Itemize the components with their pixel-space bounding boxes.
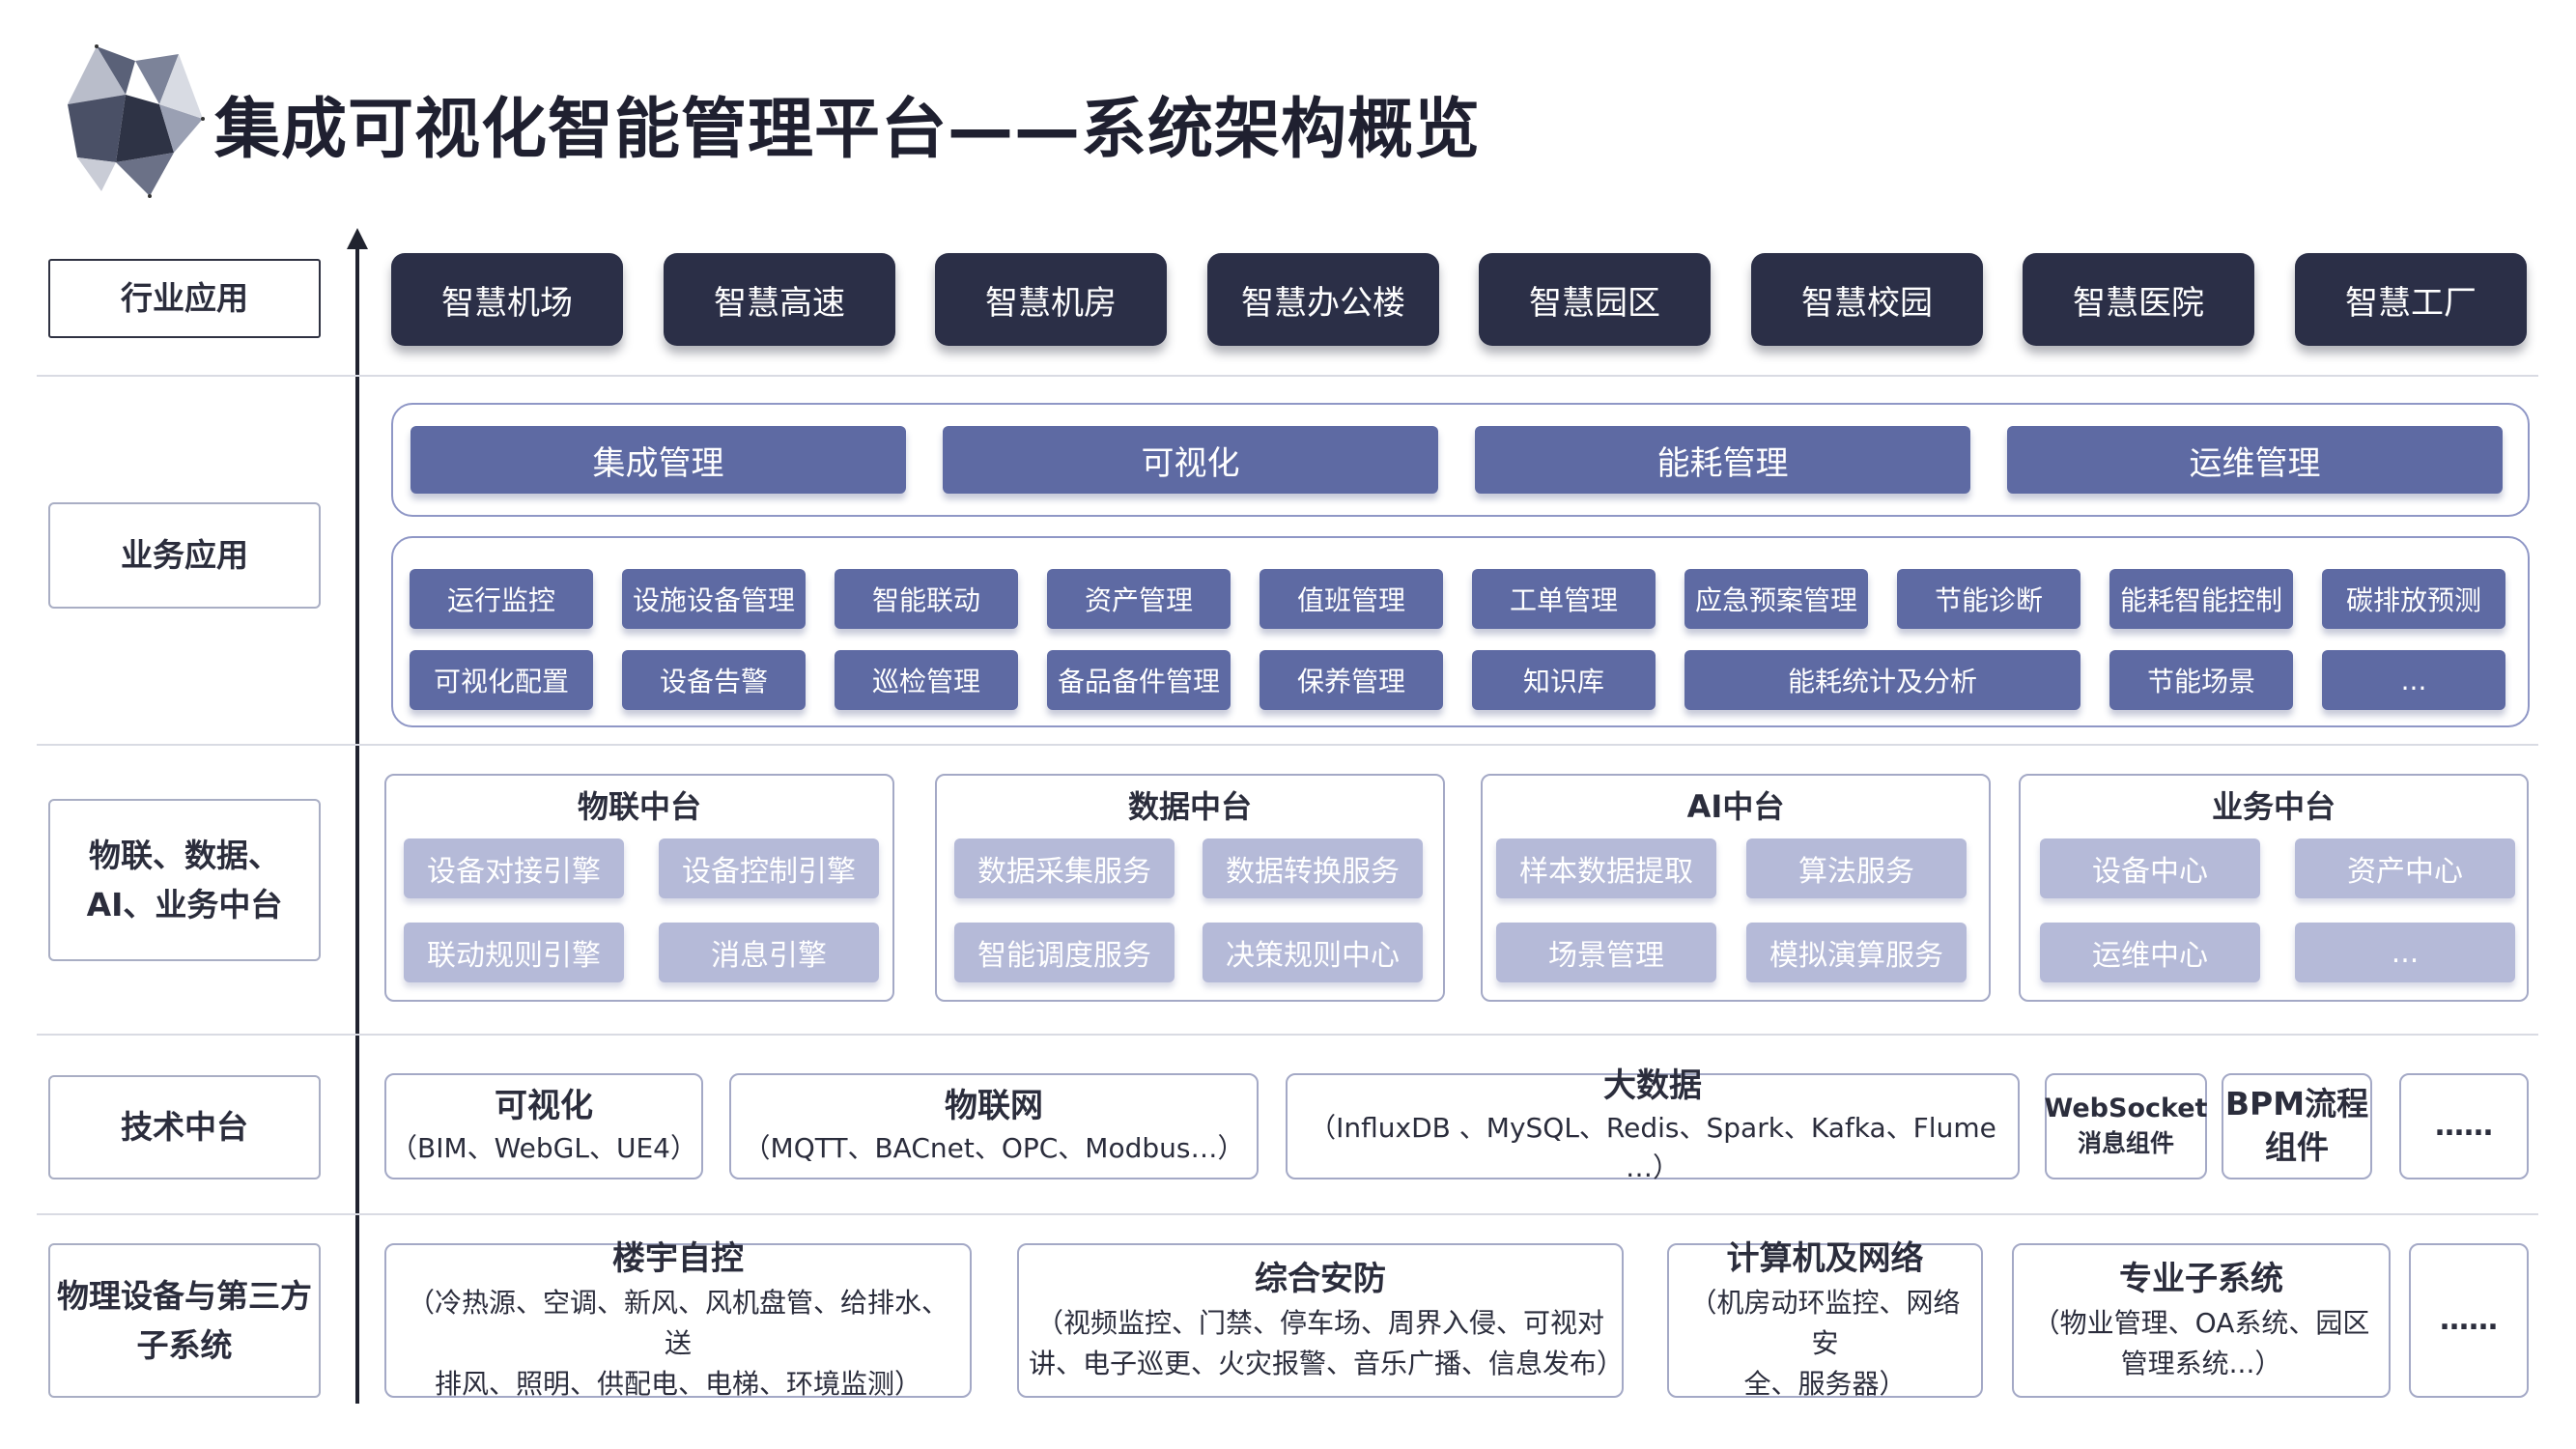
platform-title: 数据中台 xyxy=(1127,788,1252,825)
business-module[interactable]: 资产管理 xyxy=(1047,569,1231,629)
platform-service[interactable]: 算法服务 xyxy=(1746,838,1967,898)
business-main-item[interactable]: 集成管理 xyxy=(410,426,906,494)
physical-computer-network[interactable]: 计算机及网络 （机房动环监控、网络安 全、服务器） xyxy=(1667,1239,1983,1400)
business-module[interactable]: 应急预案管理 xyxy=(1684,569,1868,629)
physical-detail: 全、服务器） xyxy=(1743,1367,1907,1400)
tech-title: 大数据 xyxy=(1603,1066,1702,1106)
vertical-axis xyxy=(355,240,359,1404)
row-label-middle: 物联、数据、AI、业务中台 xyxy=(48,799,321,961)
row-label-physical: 物理设备与第三方子系统 xyxy=(48,1243,321,1398)
platform-title: 业务中台 xyxy=(2211,788,2335,825)
platform-service[interactable]: 样本数据提取 xyxy=(1496,838,1716,898)
axis-arrow-icon xyxy=(347,228,368,249)
physical-security[interactable]: 综合安防 （视频监控、门禁、停车场、周界入侵、可视对 讲、电子巡更、火灾报警、音… xyxy=(1017,1243,1624,1398)
physical-more[interactable]: …… xyxy=(2409,1243,2529,1398)
row-label-business: 业务应用 xyxy=(48,502,321,609)
business-module[interactable]: 备品备件管理 xyxy=(1047,650,1231,710)
business-module[interactable]: 能耗智能控制 xyxy=(2109,569,2293,629)
platform-service[interactable]: 资产中心 xyxy=(2295,838,2515,898)
business-main-item[interactable]: 运维管理 xyxy=(2007,426,2503,494)
platform-service[interactable]: 数据采集服务 xyxy=(954,838,1175,898)
tech-title: 可视化 xyxy=(495,1086,593,1125)
business-module[interactable]: 值班管理 xyxy=(1260,569,1443,629)
business-module[interactable]: 巡检管理 xyxy=(835,650,1018,710)
platform-title: 物联中台 xyxy=(577,788,701,825)
platform-service[interactable]: 设备对接引擎 xyxy=(404,838,624,898)
platform-service[interactable]: 运维中心 xyxy=(2040,923,2260,982)
tech-bpm[interactable]: BPM流程 组件 xyxy=(2222,1073,2372,1179)
tech-title: BPM流程 xyxy=(2224,1085,2369,1123)
tech-more[interactable]: …… xyxy=(2399,1073,2529,1179)
industry-app[interactable]: 智慧医院 xyxy=(2023,253,2254,346)
industry-app[interactable]: 智慧高速 xyxy=(664,253,895,346)
platform-title: AI中台 xyxy=(1686,788,1785,825)
crystal-logo-icon xyxy=(68,44,205,198)
business-module[interactable]: 可视化配置 xyxy=(410,650,593,710)
business-main-item[interactable]: 能耗管理 xyxy=(1475,426,1970,494)
tech-visualization[interactable]: 可视化 （BIM、WebGL、UE4） xyxy=(384,1073,703,1179)
industry-app[interactable]: 智慧机场 xyxy=(391,253,623,346)
industry-app[interactable]: 智慧机房 xyxy=(935,253,1167,346)
business-module[interactable]: 节能场景 xyxy=(2109,650,2293,710)
row-label-tech: 技术中台 xyxy=(48,1075,321,1179)
physical-detail: （冷热源、空调、新风、风机盘管、给排水、送 xyxy=(407,1286,948,1359)
physical-title: 综合安防 xyxy=(1255,1260,1386,1299)
platform-service[interactable]: 决策规则中心 xyxy=(1203,923,1423,982)
physical-special-subsystem[interactable]: 专业子系统 （物业管理、OA系统、园区 管理系统...） xyxy=(2012,1243,2391,1398)
platform-service[interactable]: 消息引擎 xyxy=(659,923,879,982)
tech-big-data[interactable]: 大数据 （InfluxDB 、MySQL、Redis、Spark、Kafka、F… xyxy=(1286,1066,2020,1183)
physical-detail: 管理系统...） xyxy=(2120,1347,2282,1379)
row-label-industry: 行业应用 xyxy=(48,259,321,338)
physical-detail: 排风、照明、供配电、电梯、环境监测） xyxy=(434,1367,921,1400)
business-module[interactable]: 能耗统计及分析 xyxy=(1684,650,2081,710)
physical-title: …… xyxy=(2440,1303,2498,1337)
platform-service[interactable]: 设备控制引擎 xyxy=(659,838,879,898)
business-module[interactable]: 智能联动 xyxy=(835,569,1018,629)
business-module[interactable]: 运行监控 xyxy=(410,569,593,629)
row-divider xyxy=(37,375,2538,377)
business-module[interactable]: ... xyxy=(2322,650,2505,710)
physical-detail: 讲、电子巡更、火灾报警、音乐广播、信息发布） xyxy=(1029,1347,1625,1379)
industry-app[interactable]: 智慧工厂 xyxy=(2295,253,2527,346)
industry-app[interactable]: 智慧校园 xyxy=(1751,253,1983,346)
tech-detail: 组件 xyxy=(2265,1128,2329,1166)
physical-title: 专业子系统 xyxy=(2119,1260,2283,1299)
page-title: 集成可视化智能管理平台——系统架构概览 xyxy=(214,92,1482,168)
platform-service[interactable]: 模拟演算服务 xyxy=(1746,923,1967,982)
industry-app[interactable]: 智慧办公楼 xyxy=(1207,253,1439,346)
business-module[interactable]: 碳排放预测 xyxy=(2322,569,2505,629)
tech-detail: （BIM、WebGL、UE4） xyxy=(390,1131,697,1164)
platform-service[interactable]: 数据转换服务 xyxy=(1203,838,1423,898)
business-module[interactable]: 保养管理 xyxy=(1260,650,1443,710)
physical-building-automation[interactable]: 楼宇自控 （冷热源、空调、新风、风机盘管、给排水、送 排风、照明、供配电、电梯、… xyxy=(384,1239,972,1400)
platform-service[interactable]: ... xyxy=(2295,923,2515,982)
tech-title: WebSocket xyxy=(2044,1093,2208,1123)
physical-detail: （视频监控、门禁、停车场、周界入侵、可视对 xyxy=(1035,1306,1604,1339)
platform-service[interactable]: 设备中心 xyxy=(2040,838,2260,898)
platform-service[interactable]: 联动规则引擎 xyxy=(404,923,624,982)
industry-app[interactable]: 智慧园区 xyxy=(1479,253,1711,346)
physical-title: 楼宇自控 xyxy=(612,1239,744,1279)
business-module[interactable]: 工单管理 xyxy=(1472,569,1656,629)
tech-title: 物联网 xyxy=(945,1086,1043,1125)
tech-websocket[interactable]: WebSocket 消息组件 xyxy=(2045,1073,2207,1179)
business-module[interactable]: 知识库 xyxy=(1472,650,1656,710)
tech-detail: （InfluxDB 、MySQL、Redis、Spark、Kafka、Flume… xyxy=(1309,1112,1996,1183)
platform-service[interactable]: 智能调度服务 xyxy=(954,923,1175,982)
platform-service[interactable]: 场景管理 xyxy=(1496,923,1716,982)
tech-detail: （MQTT、BACnet、OPC、Modbus…） xyxy=(743,1131,1245,1164)
row-divider xyxy=(37,1034,2538,1036)
physical-title: 计算机及网络 xyxy=(1726,1239,1924,1279)
business-main-item[interactable]: 可视化 xyxy=(943,426,1438,494)
row-divider xyxy=(37,744,2538,746)
tech-iot[interactable]: 物联网 （MQTT、BACnet、OPC、Modbus…） xyxy=(729,1073,1259,1179)
business-module[interactable]: 设施设备管理 xyxy=(622,569,806,629)
tech-detail: 消息组件 xyxy=(2077,1129,2174,1158)
row-divider xyxy=(37,1213,2538,1215)
physical-detail: （物业管理、OA系统、园区 xyxy=(2032,1306,2370,1339)
physical-detail: （机房动环监控、网络安 xyxy=(1689,1286,1961,1359)
business-module[interactable]: 设备告警 xyxy=(622,650,806,710)
tech-title: …… xyxy=(2435,1108,2493,1143)
business-module[interactable]: 节能诊断 xyxy=(1897,569,2081,629)
